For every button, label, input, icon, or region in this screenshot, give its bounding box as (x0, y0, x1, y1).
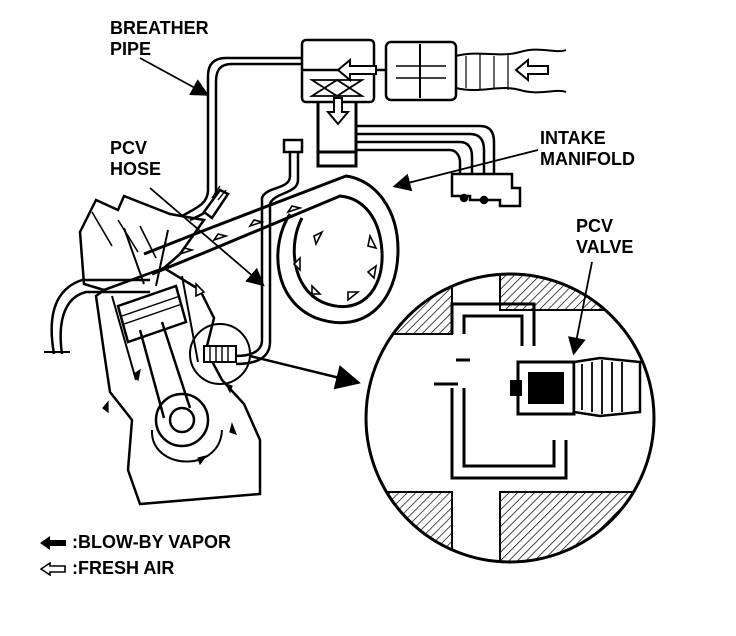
breather-pipe (181, 56, 302, 222)
legend-separator: : (72, 558, 78, 578)
pcv-hose (235, 138, 304, 366)
legend-blow-by-text: BLOW-BY VAPOR (78, 532, 231, 552)
legend-fresh-air: : FRESH AIR (40, 558, 174, 579)
manifold-flow-arrows (178, 205, 378, 302)
legend-blow-by: : BLOW-BY VAPOR (40, 532, 231, 553)
pcv-valve-leader (567, 261, 593, 356)
pcv-valve-label: PCV VALVE (576, 216, 634, 257)
legend-fresh-air-text: FRESH AIR (78, 558, 175, 578)
vacuum-lines (356, 124, 496, 174)
air-cleaner (300, 38, 458, 104)
vacuum-valve-assembly (450, 172, 522, 208)
fresh-air-arrow-icon (325, 57, 549, 126)
hollow-arrow-left-icon (40, 561, 66, 576)
pcv-hose-label: PCV HOSE (110, 138, 162, 179)
magnify-leader (249, 354, 361, 390)
intake-manifold-leader (392, 149, 539, 192)
solid-arrow-left-icon (40, 535, 66, 550)
pcv-valve-detail (364, 272, 656, 564)
intake-manifold-label: INTAKE MANIFOLD (540, 128, 635, 169)
legend-separator: : (72, 532, 78, 552)
engine-block (44, 185, 262, 506)
breather-pipe-label: BREATHER PIPE (110, 18, 209, 59)
intake-duct (455, 48, 567, 94)
pcv-hose-leader (149, 187, 265, 287)
breather-pipe-leader (139, 57, 210, 96)
pcv-valve-small (189, 323, 251, 385)
